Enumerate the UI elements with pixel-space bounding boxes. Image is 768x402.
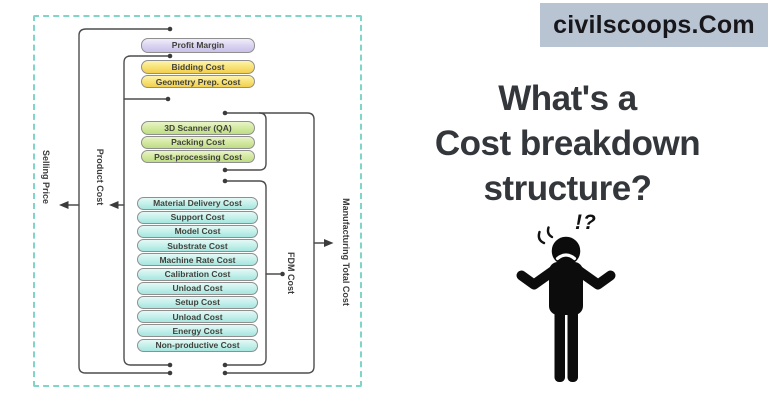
headline: What's a Cost breakdown structure? [375, 76, 760, 211]
junction-dot [222, 167, 228, 173]
flow-box-packing-cost: Packing Cost [141, 135, 255, 150]
flow-box-setup-cost: Setup Cost [137, 295, 258, 309]
flow-box-non-productive-cost: Non-productive Cost [137, 338, 258, 352]
label-product-cost: Product Cost [95, 148, 105, 206]
flow-box-unload-cost-2: Unload Cost [137, 310, 258, 324]
junction-dot [222, 178, 228, 184]
flow-box-post-processing-cost: Post-processing Cost [141, 149, 255, 164]
person-frown [555, 253, 577, 261]
junction-dot [280, 271, 285, 277]
junction-dot [165, 96, 171, 102]
flow-box-energy-cost: Energy Cost [137, 324, 258, 338]
junction-dot [167, 26, 173, 32]
headline-line-3: structure? [483, 169, 652, 208]
squiggle-mark [537, 230, 546, 245]
person-right-arm [574, 266, 616, 290]
junction-dot [167, 362, 173, 368]
flow-box-unload-cost-1: Unload Cost [137, 281, 258, 295]
flow-box-geometry-prep-cost: Geometry Prep. Cost [141, 74, 255, 89]
flow-box-3d-scanner: 3D Scanner (QA) [141, 121, 255, 135]
person-right-leg [567, 310, 578, 382]
flow-box-profit-margin: Profit Margin [141, 38, 255, 53]
flow-box-substrate-cost: Substrate Cost [137, 239, 258, 253]
left-arrowhead [59, 201, 69, 209]
label-manufacturing-total-cost: Manufacturing Total Cost [341, 198, 351, 306]
junction-dot [167, 53, 173, 59]
confused-person-icon [495, 210, 640, 395]
site-banner: civilscoops.Com [540, 3, 768, 47]
person-left-leg [554, 310, 565, 382]
product-cost-path [123, 55, 171, 366]
person-torso [549, 262, 583, 315]
left-arrowhead [109, 201, 119, 209]
label-selling-price: Selling Price [41, 149, 51, 205]
right-arrowhead [324, 239, 334, 247]
flowchart-frame [33, 15, 362, 387]
selling-price-path [78, 28, 171, 374]
junction-dot [222, 110, 228, 116]
junction-dot [222, 370, 228, 376]
headline-line-2: Cost breakdown [434, 124, 701, 163]
junction-dot [222, 362, 228, 368]
post-processing-bracket [224, 112, 267, 171]
flow-box-material-delivery-cost: Material Delivery Cost [137, 196, 258, 210]
junction-dot [167, 370, 173, 376]
flow-box-support-cost: Support Cost [137, 210, 258, 224]
flow-box-model-cost: Model Cost [137, 224, 258, 238]
person-left-arm [516, 266, 558, 290]
flow-box-machine-rate-cost: Machine Rate Cost [137, 253, 258, 267]
fdm-bracket [224, 180, 267, 366]
headline-line-1: What's a [498, 79, 637, 118]
flow-box-bidding-cost: Bidding Cost [141, 60, 255, 74]
label-fdm-cost: FDM Cost [286, 252, 296, 294]
person-head [549, 234, 583, 268]
exclamation-question-mark: !? [575, 211, 597, 234]
flow-box-calibration-cost: Calibration Cost [137, 267, 258, 281]
squiggle-mark [546, 226, 554, 239]
